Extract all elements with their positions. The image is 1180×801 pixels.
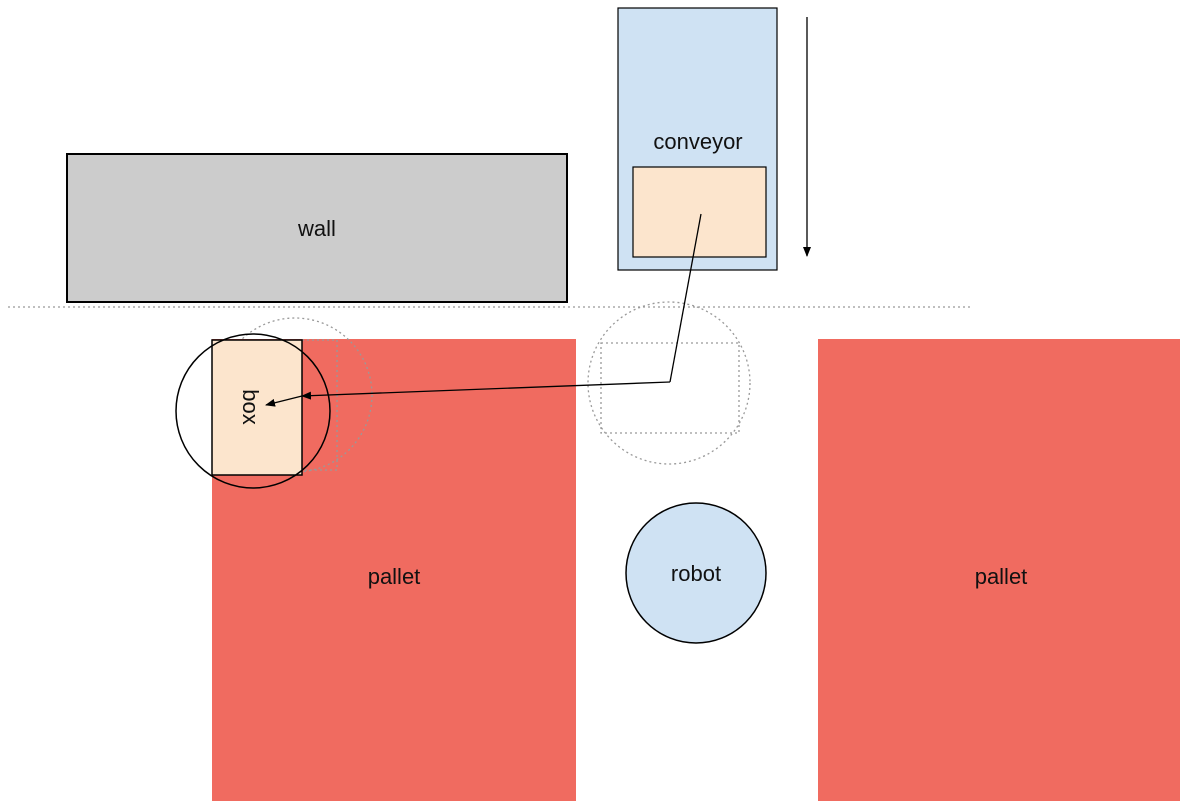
conveyor: conveyor [617, 7, 778, 271]
robot-label: robot [671, 561, 721, 586]
intermediate-dotted-box [600, 342, 740, 434]
robot: robot [625, 502, 767, 644]
placed-box: box [175, 333, 331, 489]
pallet-left-label: pallet [368, 564, 421, 589]
placed-box-label: box [238, 389, 263, 424]
trajectory-final-adjust-arrow [265, 395, 303, 407]
intermediate-dotted-circle [587, 301, 751, 465]
wall: wall [66, 153, 568, 303]
pallet-right-shape [818, 339, 1180, 801]
trajectory-conveyor-to-intermediate [669, 213, 702, 383]
wall-shape [66, 153, 568, 303]
placed-box-shape [211, 339, 303, 476]
trajectory-intermediate-to-pallet-arrow [301, 381, 671, 400]
robot-shape [625, 502, 767, 644]
intermediate-pose [587, 301, 751, 465]
wall-label: wall [297, 216, 336, 241]
placed-box-circle [175, 333, 331, 489]
conveyor-box [632, 166, 767, 258]
pallet-right: pallet [818, 339, 1180, 801]
conveyor-label: conveyor [653, 129, 742, 154]
pallet-right-label: pallet [975, 564, 1028, 589]
